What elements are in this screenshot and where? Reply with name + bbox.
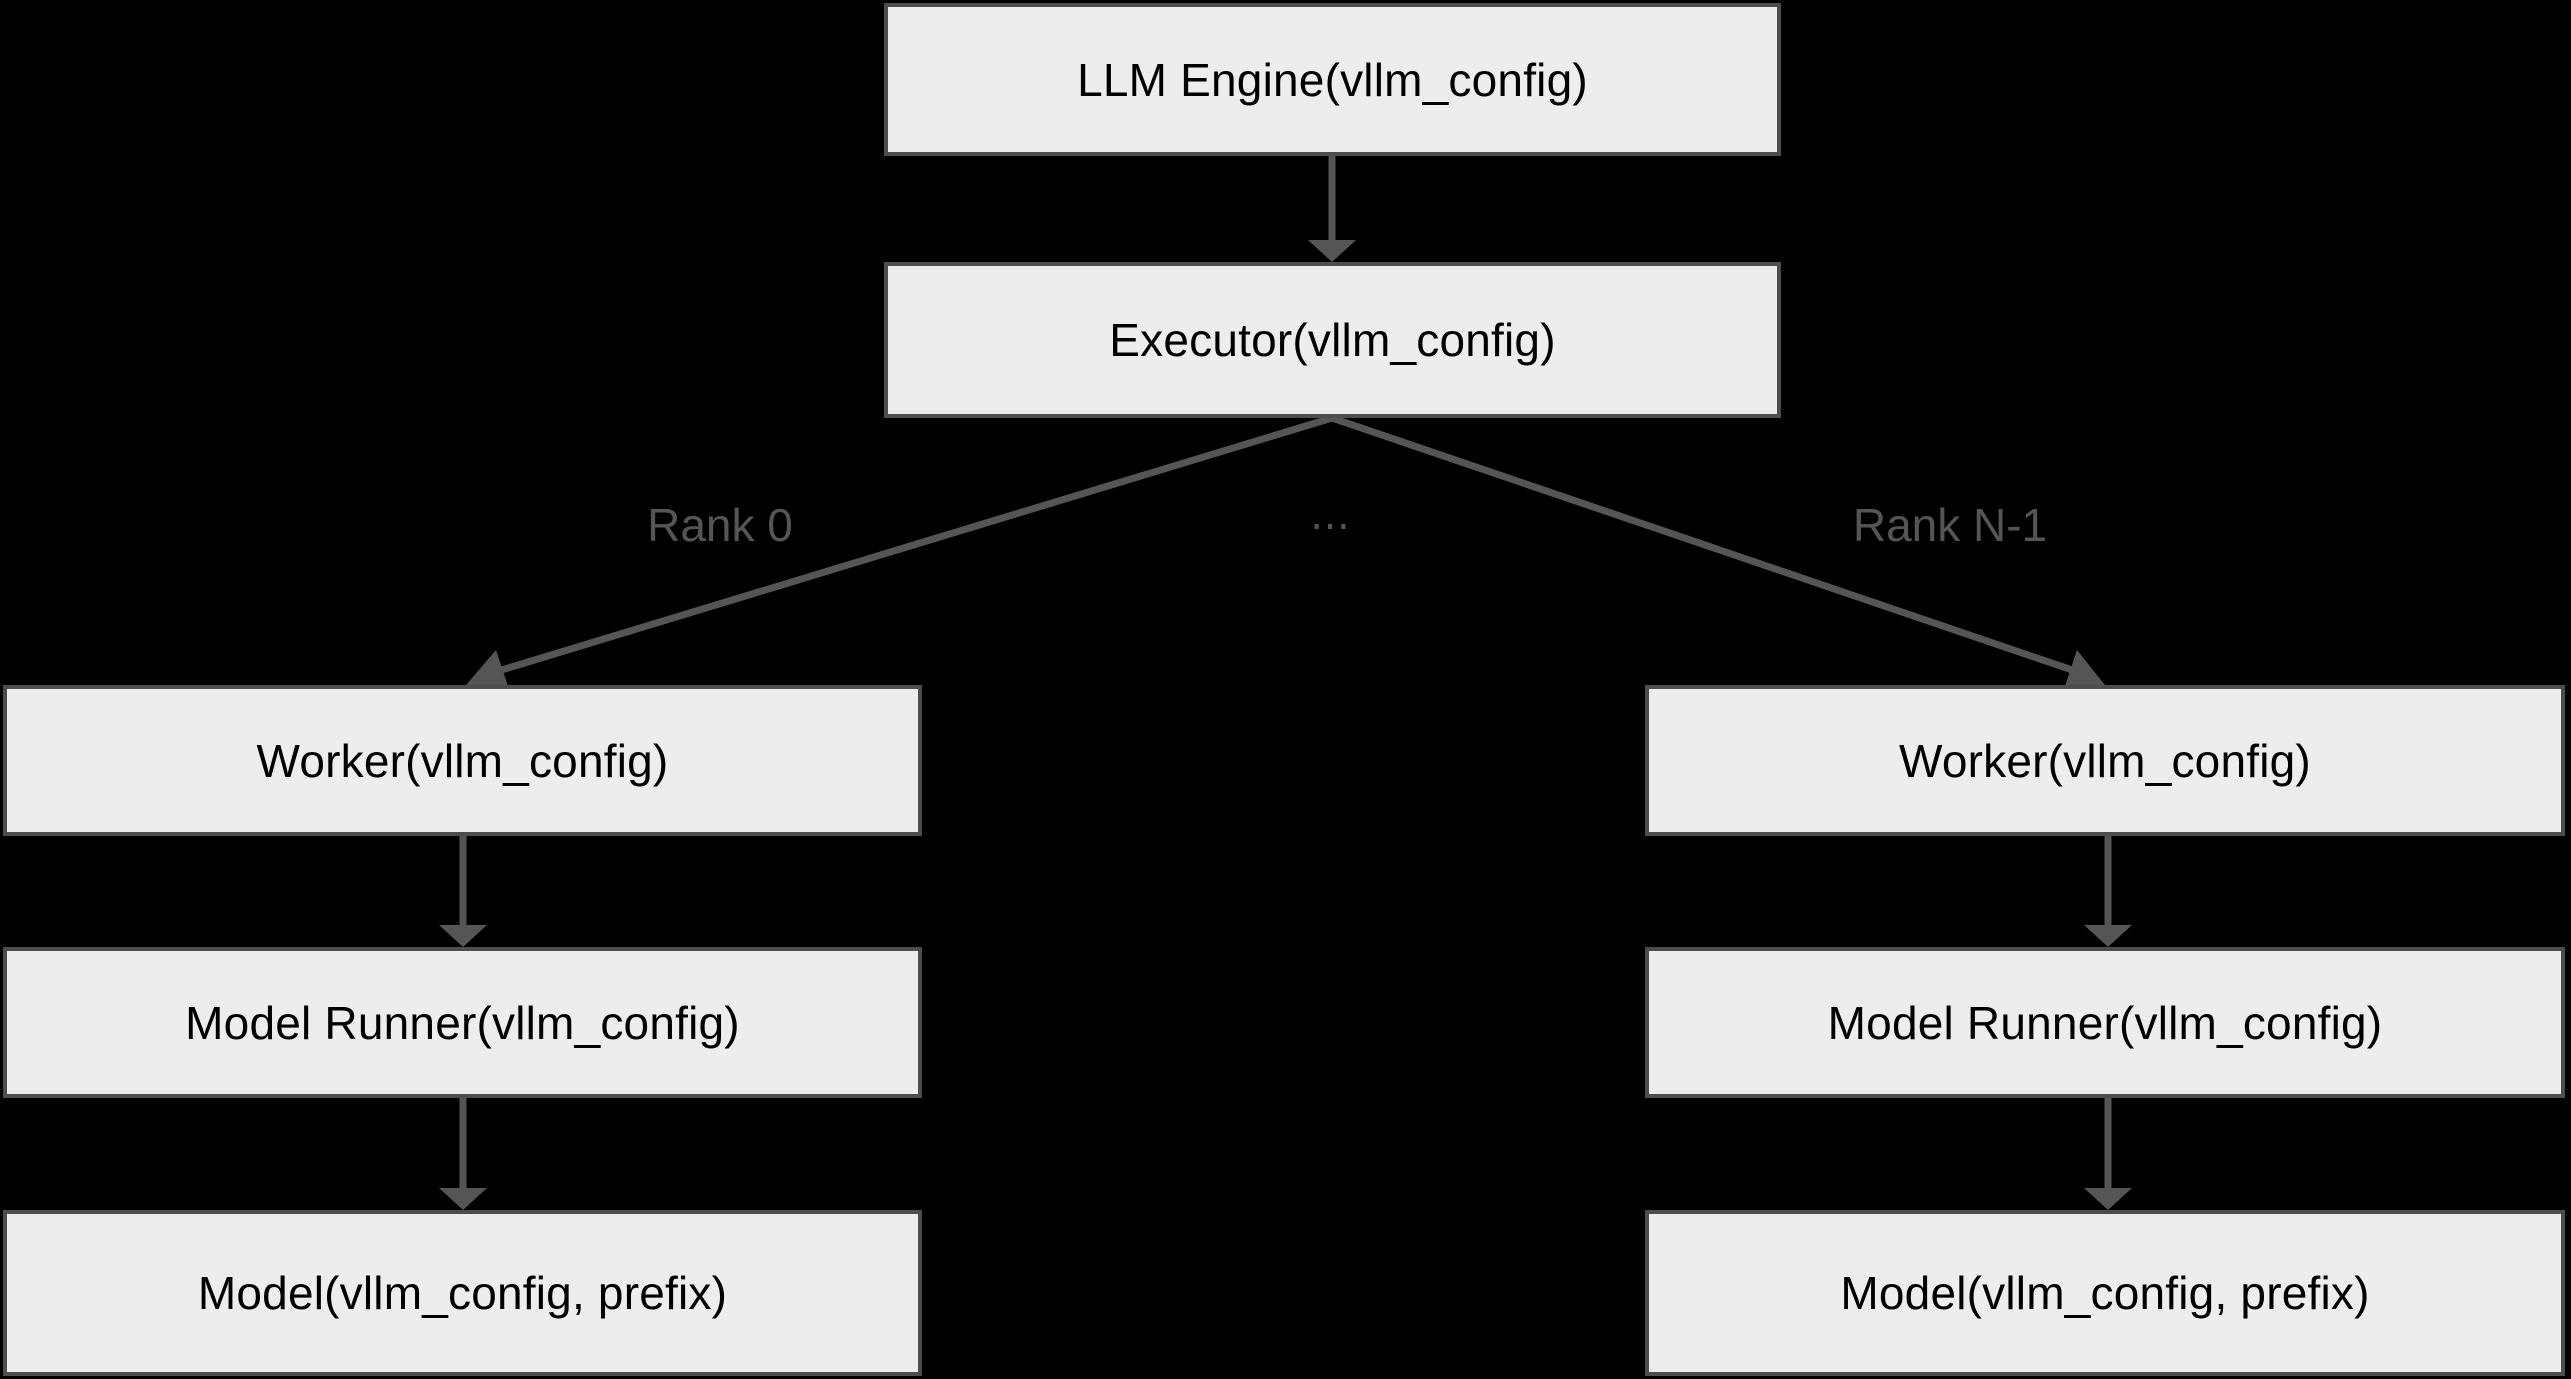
edge-worker-to-model-runner-rankn [2084,836,2132,947]
edge-model-runner-to-model-rank0 [439,1098,487,1210]
node-worker-rank0-label: Worker(vllm_config) [256,734,669,787]
node-model-rankn-label: Model(vllm_config, prefix) [1840,1267,2370,1319]
node-worker-rankn-label: Worker(vllm_config) [1899,734,2311,787]
node-worker-rankn[interactable]: Worker(vllm_config) [1645,685,2565,836]
node-model-rankn[interactable]: Model(vllm_config, prefix) [1645,1210,2565,1376]
node-llm-engine[interactable]: LLM Engine(vllm_config) [884,3,1781,156]
edge-label-rank-middle: ⋯ [1310,504,1350,548]
edge-model-runner-to-model-rankn [2084,1098,2132,1210]
node-model-rank0-label: Model(vllm_config, prefix) [197,1267,728,1319]
node-model-runner-rankn[interactable]: Model Runner(vllm_config) [1645,947,2565,1098]
node-executor[interactable]: Executor(vllm_config) [884,262,1781,418]
node-worker-rank0[interactable]: Worker(vllm_config) [3,685,922,836]
edge-executor-to-worker-rankn [1330,414,2105,695]
edge-label-rank-0: Rank 0 [647,499,793,551]
node-executor-label: Executor(vllm_config) [1109,314,1556,366]
node-llm-engine-label: LLM Engine(vllm_config) [1077,53,1588,106]
node-model-runner-rank0-label: Model Runner(vllm_config) [185,996,740,1049]
node-model-runner-rank0[interactable]: Model Runner(vllm_config) [3,947,922,1098]
node-model-runner-rankn-label: Model Runner(vllm_config) [1827,996,2383,1049]
node-model-rank0[interactable]: Model(vllm_config, prefix) [3,1210,922,1376]
edge-worker-to-model-runner-rank0 [439,836,487,947]
edge-executor-to-worker-rank0 [466,414,1334,695]
edge-label-rank-n-1: Rank N-1 [1852,499,2048,551]
edge-llm-engine-to-executor [1308,156,1356,262]
